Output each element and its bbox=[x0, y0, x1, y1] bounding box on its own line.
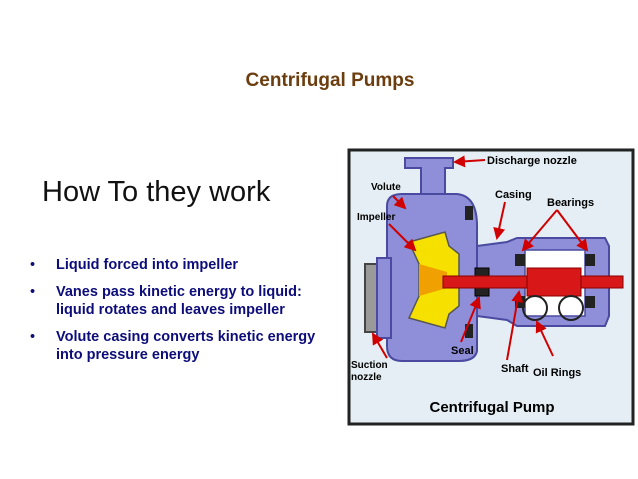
slide-title: Centrifugal Pumps bbox=[245, 70, 415, 91]
oil-ring bbox=[558, 295, 584, 321]
bullet-text: Vanes pass kinetic energy to liquid: bbox=[56, 284, 302, 300]
label-bearings: Bearings bbox=[547, 197, 594, 209]
arrow-casing bbox=[493, 201, 506, 240]
casing-bolt bbox=[465, 206, 473, 220]
bullet-item: • Volute casing converts kinetic energy … bbox=[30, 328, 350, 364]
diagram-caption: Centrifugal Pump bbox=[429, 399, 554, 416]
pump-diagram: Discharge nozzle Volute Casing Bearings … bbox=[347, 146, 637, 426]
impeller-eye bbox=[419, 264, 447, 296]
arrow-bearings bbox=[521, 209, 558, 252]
arrow-seal bbox=[460, 296, 481, 343]
label-suction-line1: Suction bbox=[351, 360, 388, 371]
bearing bbox=[585, 254, 595, 308]
label-casing: Casing bbox=[495, 189, 532, 201]
label-shaft: Shaft bbox=[501, 363, 529, 375]
bullet-text: Volute casing converts kinetic energy bbox=[56, 329, 316, 345]
bullet-item: • Liquid forced into impeller bbox=[30, 256, 350, 274]
arrow-suction bbox=[371, 332, 388, 359]
slide-subtitle: How To they work bbox=[42, 176, 271, 208]
label-suction-line2: nozzle bbox=[351, 372, 382, 383]
bullet-item: • Vanes pass kinetic energy to liquid: l… bbox=[30, 283, 350, 319]
suction-flange bbox=[376, 257, 392, 339]
bullet-text-continued: into pressure energy bbox=[56, 347, 200, 363]
bullet-text: Liquid forced into impeller bbox=[56, 257, 239, 273]
bullet-dot: • bbox=[30, 257, 36, 273]
oil-ring bbox=[522, 295, 548, 321]
shaft-collar bbox=[526, 267, 582, 297]
arrow-oil-rings bbox=[535, 320, 554, 357]
bullet-text-continued: liquid rotates and leaves impeller bbox=[56, 302, 285, 318]
casing-bolt bbox=[465, 324, 473, 338]
arrow-discharge bbox=[453, 155, 486, 168]
arrow-volute bbox=[392, 195, 407, 210]
bullet-dot: • bbox=[30, 329, 36, 345]
bullet-list: • Liquid forced into impeller • Vanes pa… bbox=[30, 256, 350, 373]
label-volute: Volute bbox=[371, 182, 401, 193]
arrow-bearings bbox=[556, 209, 589, 252]
arrow-shaft bbox=[506, 290, 524, 361]
label-oil-rings: Oil Rings bbox=[533, 367, 581, 379]
label-discharge-nozzle: Discharge nozzle bbox=[487, 155, 577, 167]
arrow-impeller bbox=[388, 223, 417, 252]
label-seal: Seal bbox=[451, 345, 474, 357]
label-impeller: Impeller bbox=[357, 212, 395, 223]
bullet-dot: • bbox=[30, 284, 36, 300]
